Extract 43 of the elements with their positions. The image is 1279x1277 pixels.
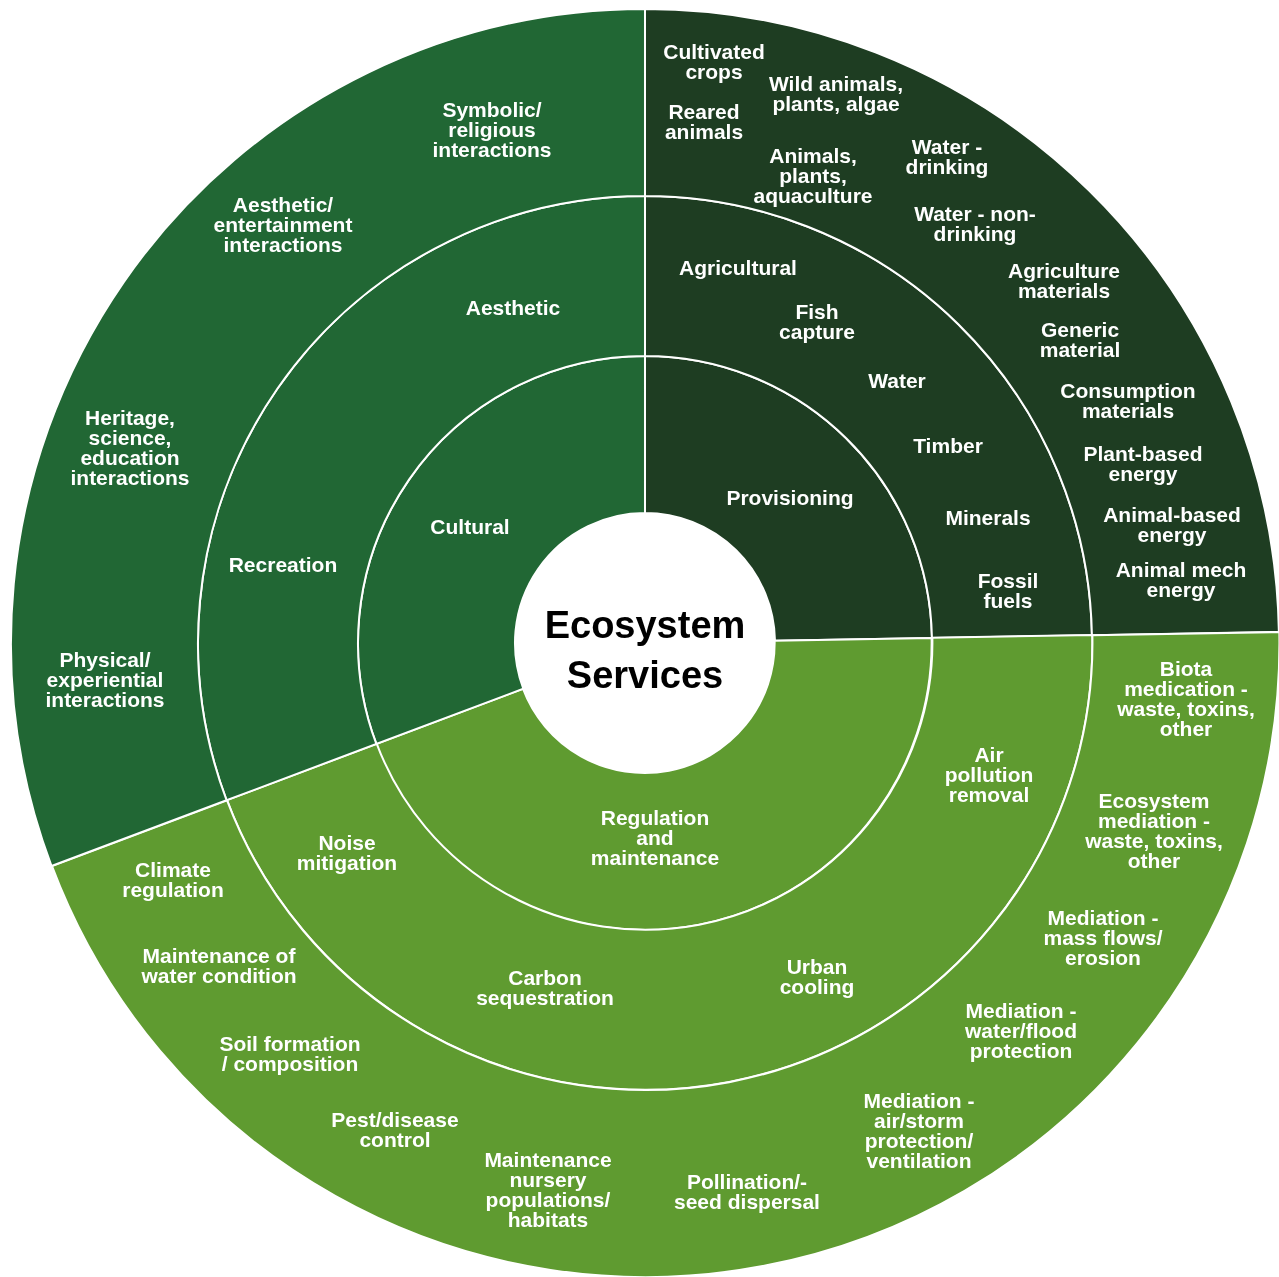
service-label: Agriculture materials: [1007, 261, 1121, 301]
subcategory-label: Urban cooling: [778, 957, 856, 997]
subcategory-label: Minerals: [944, 508, 1032, 528]
service-label: Maintenance of water condition: [140, 946, 298, 986]
service-label: Mediation - water/flood protection: [963, 1001, 1078, 1061]
service-label: Heritage, science, education interactions: [69, 408, 191, 488]
service-label: Aesthetic/ entertainment interactions: [212, 195, 354, 255]
subcategory-label: Noise mitigation: [295, 833, 399, 873]
service-label: Symbolic/ religious interactions: [431, 100, 553, 160]
subcategory-label: Carbon sequestration: [475, 968, 615, 1008]
service-label: Animal-based energy: [1102, 505, 1242, 545]
service-label: Water - non-drinking: [913, 204, 1037, 244]
service-label: Cultivated crops: [662, 42, 766, 82]
service-label: Maintenance nursery populations/ habitats: [483, 1150, 613, 1230]
service-label: Animal mech energy: [1114, 560, 1248, 600]
service-label: Soil formation / composition: [218, 1034, 362, 1074]
category-label: Provisioning: [725, 488, 855, 508]
service-label: Physical/ experiential interactions: [44, 650, 166, 710]
service-label: Mediation - air/storm protection/ ventilation: [862, 1091, 976, 1171]
category-label: Cultural: [429, 517, 511, 537]
category-label: Regulation and maintenance: [589, 808, 721, 868]
subcategory-label: Agricultural: [678, 258, 798, 278]
service-label: Pest/disease control: [330, 1110, 460, 1150]
service-label: Generic material: [1038, 320, 1122, 360]
service-label: Wild animals, plants, algae: [768, 74, 904, 114]
service-label: Pollination/- seed dispersal: [673, 1172, 821, 1212]
title-text: Ecosystem Services: [543, 603, 747, 698]
service-label: Climate regulation: [121, 860, 225, 900]
subcategory-label: Fossil fuels: [976, 571, 1040, 611]
subcategory-label: Air pollution removal: [943, 745, 1035, 805]
service-label: Consumption materials: [1059, 381, 1197, 421]
subcategory-label: Fish capture: [778, 302, 856, 342]
service-label: Animals, plants, aquaculture: [752, 146, 874, 206]
service-label: Reared animals: [663, 102, 745, 142]
service-label: Water - drinking: [904, 137, 990, 177]
service-label: Ecosystem mediation - waste, toxins, other: [1084, 791, 1224, 871]
subcategory-label: Aesthetic: [464, 298, 562, 318]
subcategory-label: Recreation: [227, 555, 339, 575]
subcategory-label: Water: [867, 371, 927, 391]
subcategory-label: Timber: [912, 436, 984, 456]
service-label: Biota medication - waste, toxins, other: [1116, 659, 1256, 739]
service-label: Plant-based energy: [1082, 444, 1204, 484]
service-label: Mediation - mass flows/ erosion: [1042, 908, 1164, 968]
